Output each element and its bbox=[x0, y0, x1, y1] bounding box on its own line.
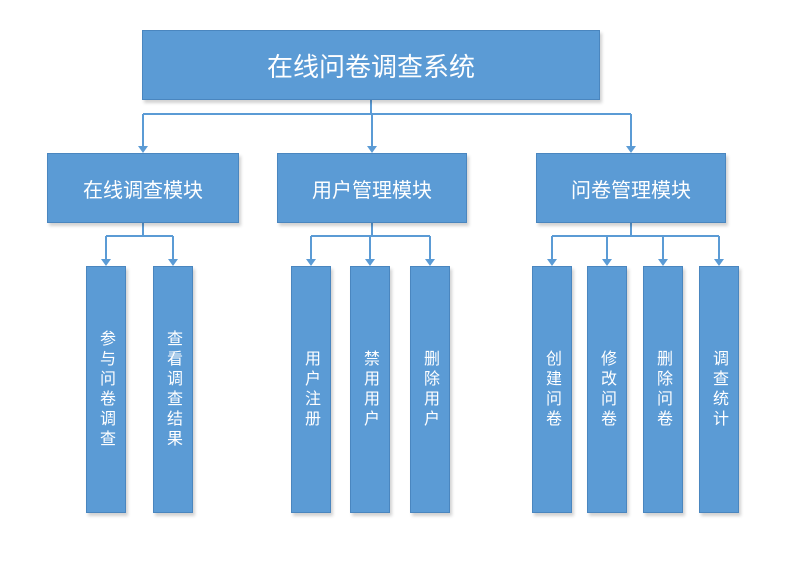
module-user-management: 用户管理模块 bbox=[277, 153, 467, 223]
leaf-label: 删除问卷 bbox=[654, 349, 673, 430]
module3-connector-arrow-2 bbox=[658, 259, 668, 266]
leaf-disable-user: 禁用用户 bbox=[350, 266, 390, 513]
leaf-user-register: 用户注册 bbox=[291, 266, 331, 513]
root-node: 在线问卷调查系统 bbox=[142, 30, 600, 100]
leaf-label: 删除用户 bbox=[421, 349, 440, 430]
leaf-label: 调查统计 bbox=[710, 349, 729, 430]
leaf-delete-questionnaire: 删除问卷 bbox=[643, 266, 683, 513]
leaf-survey-statistics: 调查统计 bbox=[699, 266, 739, 513]
module3-connector-arrow-0 bbox=[547, 259, 557, 266]
root-label: 在线问卷调查系统 bbox=[266, 52, 475, 83]
leaf-label: 创建问卷 bbox=[543, 349, 562, 430]
module-label: 在线调查模块 bbox=[83, 177, 203, 202]
leaf-edit-questionnaire: 修改问卷 bbox=[587, 266, 627, 513]
module-questionnaire-management: 问卷管理模块 bbox=[536, 153, 726, 223]
module3-connector-arrow-1 bbox=[602, 259, 612, 266]
leaf-delete-user: 删除用户 bbox=[410, 266, 450, 513]
leaf-join-survey: 参与问卷调查 bbox=[86, 266, 126, 513]
module-online-survey: 在线调查模块 bbox=[47, 153, 239, 223]
leaf-label: 禁用用户 bbox=[361, 349, 380, 430]
leaf-label: 修改问卷 bbox=[598, 349, 617, 430]
leaf-view-results: 查看调查结果 bbox=[153, 266, 193, 513]
root-connector-arrow-1 bbox=[367, 146, 377, 153]
module2-connector-arrow-2 bbox=[425, 259, 435, 266]
root-connector-arrow-2 bbox=[626, 146, 636, 153]
module-label: 问卷管理模块 bbox=[571, 177, 691, 202]
module-label: 用户管理模块 bbox=[312, 177, 432, 202]
leaf-label: 参与问卷调查 bbox=[97, 329, 116, 450]
leaf-create-questionnaire: 创建问卷 bbox=[532, 266, 572, 513]
root-connector-arrow-0 bbox=[138, 146, 148, 153]
module3-connector-arrow-3 bbox=[714, 259, 724, 266]
module2-connector-arrow-0 bbox=[306, 259, 316, 266]
module1-connector-arrow-1 bbox=[168, 259, 178, 266]
module2-connector-arrow-1 bbox=[365, 259, 375, 266]
leaf-label: 查看调查结果 bbox=[164, 329, 183, 450]
module1-connector-arrow-0 bbox=[101, 259, 111, 266]
leaf-label: 用户注册 bbox=[302, 349, 321, 430]
